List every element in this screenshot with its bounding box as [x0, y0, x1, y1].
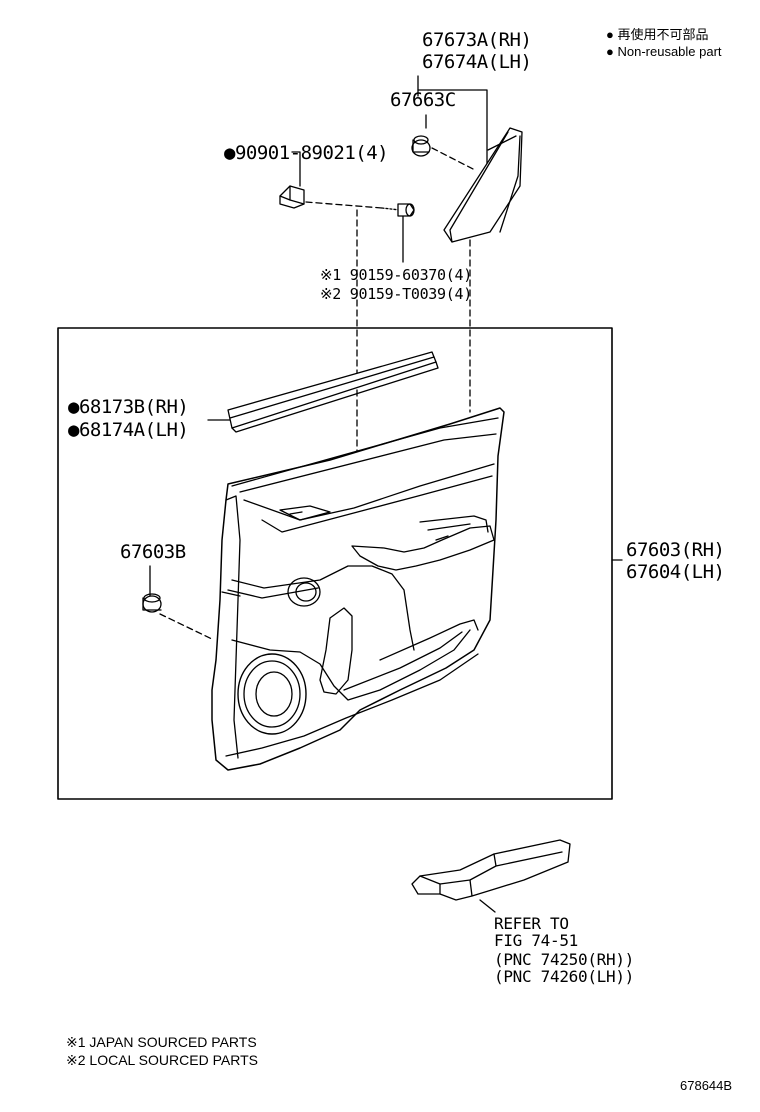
part-number: 68174A(LH)	[78, 419, 189, 441]
clip-90901-drawing	[279, 185, 305, 209]
reference-pnc-rh: (PNC 74250(RH))	[494, 950, 634, 969]
part-label-67663c: 67663C	[390, 89, 456, 111]
footnote-japan-sourced: ※1 JAPAN SOURCED PARTS	[66, 1034, 257, 1050]
reference-pnc-lh: (PNC 74260(LH))	[494, 967, 634, 986]
part-label-67674a-lh: 67674A(LH)	[422, 51, 532, 73]
part-number: 90901-89021(4)	[234, 142, 389, 164]
legend-reusable-note-jp: ● 再使用不可部品	[606, 26, 709, 43]
weatherstrip-68173b-drawing	[227, 351, 439, 433]
footnote-local-sourced: ※2 LOCAL SOURCED PARTS	[66, 1052, 258, 1068]
reference-line-2: FIG 74-51	[494, 931, 578, 950]
part-label-67603-rh: 67603(RH)	[626, 539, 725, 561]
part-number: 68173B(RH)	[78, 396, 189, 418]
figure-id: 678644B	[680, 1078, 733, 1093]
part-label-67603b: 67603B	[120, 541, 186, 563]
legend-text-en: Non-reusable part	[617, 44, 722, 59]
garnish-67673a-drawing	[443, 127, 523, 243]
assembly-frame	[57, 327, 613, 800]
part-label-90159-t0039: ※2 90159-T0039(4)	[320, 285, 472, 303]
screw-90159-drawing	[381, 203, 415, 217]
part-label-67604-lh: 67604(LH)	[626, 561, 725, 583]
part-label-90159-60370: ※1 90159-60370(4)	[320, 266, 472, 284]
legend-text-jp: 再使用不可部品	[617, 27, 709, 42]
non-reusable-marker: ●	[68, 419, 79, 441]
leader-lines	[149, 75, 623, 913]
reference-line-1: REFER TO	[494, 914, 569, 933]
non-reusable-marker: ●	[68, 396, 79, 418]
non-reusable-marker: ●	[224, 142, 235, 164]
armrest-reference-drawing	[411, 839, 571, 901]
legend-reusable-note-en: ● Non-reusable part	[606, 43, 722, 60]
legend-marker: ●	[606, 44, 614, 59]
door-panel-67603-drawing	[211, 407, 505, 771]
part-label-68173b-rh: ●68173B(RH)	[68, 396, 189, 418]
part-label-67673a-rh: 67673A(RH)	[422, 29, 532, 51]
legend-marker: ●	[606, 27, 614, 42]
part-label-68174a-lh: ●68174A(LH)	[68, 419, 189, 441]
clip-67603b-drawing	[142, 593, 162, 613]
part-label-90901-89021: ●90901-89021(4)	[224, 142, 389, 164]
clip-67663c-drawing	[411, 135, 431, 157]
